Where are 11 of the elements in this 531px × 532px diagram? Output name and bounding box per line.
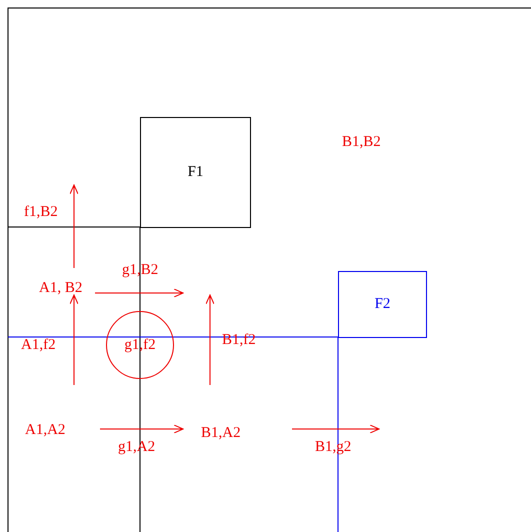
box-node bbox=[140, 117, 251, 228]
circle-node bbox=[106, 311, 174, 379]
region-label: B1,A2 bbox=[201, 426, 241, 441]
box-node bbox=[338, 271, 427, 338]
region-label: A1, B2 bbox=[39, 281, 82, 296]
node-label: F1 bbox=[188, 165, 204, 180]
region-label: A1,f2 bbox=[21, 338, 56, 353]
region-label: B1,B2 bbox=[342, 135, 381, 150]
node-label: F2 bbox=[374, 297, 390, 312]
region-label: A1,A2 bbox=[25, 423, 66, 438]
region-label: f1,B2 bbox=[24, 205, 58, 220]
